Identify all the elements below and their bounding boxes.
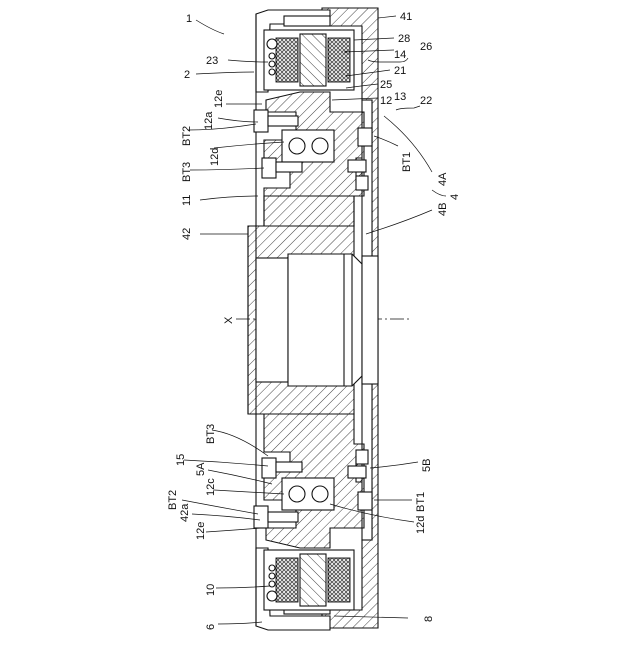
brace-4 bbox=[432, 190, 446, 196]
label-15: 15 bbox=[175, 454, 187, 466]
label-12e-bottom: 12e bbox=[195, 522, 207, 540]
brace-22 bbox=[396, 106, 420, 110]
label-2: 2 bbox=[184, 69, 190, 81]
label-42: 42 bbox=[181, 228, 193, 240]
label-X: X bbox=[223, 316, 235, 324]
label-25: 25 bbox=[380, 79, 392, 91]
label-28: 28 bbox=[398, 33, 410, 45]
bearing-top bbox=[282, 130, 334, 162]
label-26: 26 bbox=[420, 41, 432, 53]
label-4B: 4B bbox=[437, 203, 449, 216]
coil-assembly-top bbox=[264, 30, 354, 90]
label-BT1-bottom: BT1 bbox=[415, 492, 427, 512]
top-pin bbox=[284, 16, 330, 26]
label-21: 21 bbox=[394, 65, 406, 77]
label-BT2-top: BT2 bbox=[181, 126, 193, 146]
label-12e-top: 12e bbox=[213, 90, 225, 108]
label-23: 23 bbox=[206, 55, 218, 67]
label-12d-bottom: 12d bbox=[415, 516, 427, 534]
label-13: 13 bbox=[394, 91, 406, 103]
label-8: 8 bbox=[423, 616, 435, 622]
coil-assembly-bottom bbox=[264, 550, 354, 610]
label-4: 4 bbox=[449, 194, 461, 200]
label-22: 22 bbox=[420, 95, 432, 107]
label-10: 10 bbox=[205, 584, 217, 596]
label-5B: 5B bbox=[421, 459, 433, 472]
label-11: 11 bbox=[181, 195, 193, 206]
label-BT1-top: BT1 bbox=[401, 152, 413, 172]
central-hub bbox=[248, 226, 378, 414]
label-5A: 5A bbox=[195, 462, 207, 476]
bearing-bottom bbox=[282, 478, 334, 510]
label-42a: 42a bbox=[179, 503, 191, 522]
label-1: 1 bbox=[186, 13, 192, 25]
label-12c: 12c bbox=[205, 478, 217, 496]
label-BT2-bottom: BT2 bbox=[167, 490, 179, 510]
label-12: 12 bbox=[380, 95, 392, 107]
label-41: 41 bbox=[400, 11, 412, 23]
label-BT3-top: BT3 bbox=[181, 162, 193, 182]
label-4A: 4A bbox=[437, 172, 449, 186]
label-12d-top: 12d bbox=[209, 148, 221, 166]
label-BT3-bottom: BT3 bbox=[205, 424, 217, 444]
label-14: 14 bbox=[394, 49, 406, 61]
label-6: 6 bbox=[205, 624, 217, 630]
label-12a: 12a bbox=[203, 111, 215, 130]
